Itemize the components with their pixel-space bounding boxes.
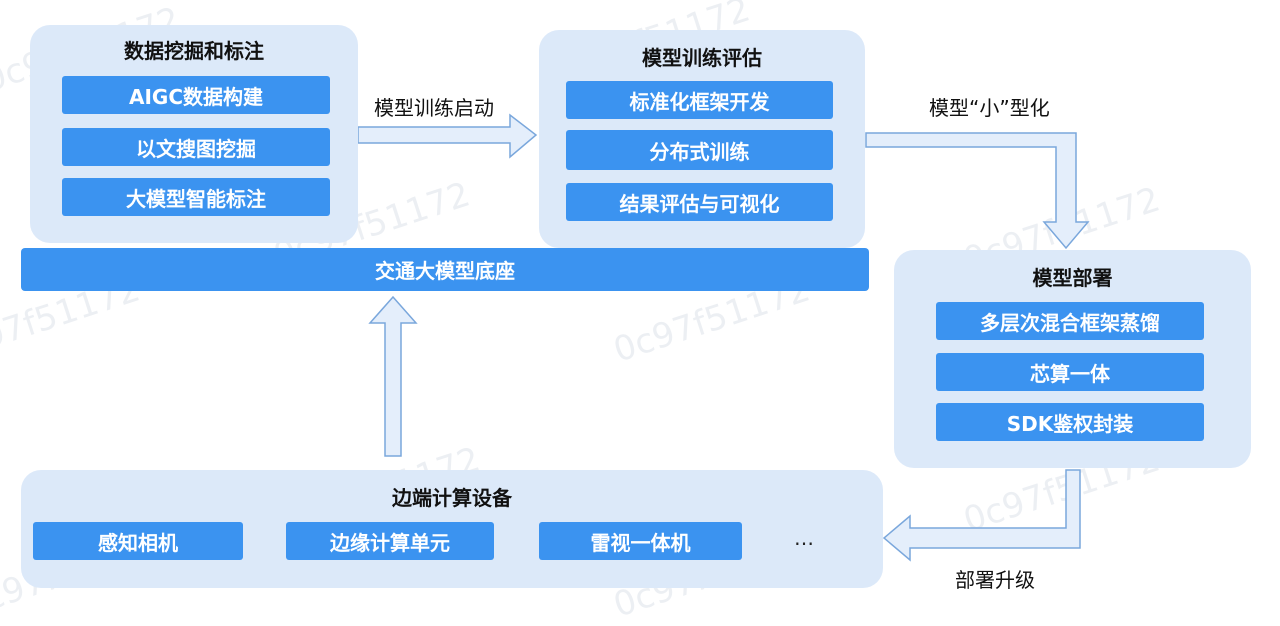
arrow-miniaturize — [865, 132, 1090, 250]
arrow-edge-to-foundation — [368, 295, 418, 457]
training-title: 模型训练评估 — [642, 46, 762, 70]
chip-chip-compute: 芯算一体 — [936, 353, 1204, 391]
label-start-training: 模型训练启动 — [374, 96, 494, 120]
more-devices-ellipsis: … — [794, 526, 816, 550]
chip-text-image-search: 以文搜图挖掘 — [62, 128, 330, 166]
edge-panel: 边端计算设备 感知相机 边缘计算单元 雷视一体机 … — [21, 470, 883, 588]
data-mining-title: 数据挖掘和标注 — [124, 39, 264, 63]
chip-distributed-training: 分布式训练 — [566, 130, 833, 170]
edge-title: 边端计算设备 — [392, 486, 512, 510]
foundation-bar: 交通大模型底座 — [21, 248, 869, 291]
deployment-panel: 模型部署 多层次混合框架蒸馏 芯算一体 SDK鉴权封装 — [894, 250, 1251, 468]
label-deploy-upgrade: 部署升级 — [955, 568, 1035, 592]
chip-camera: 感知相机 — [33, 522, 243, 560]
chip-edge-unit: 边缘计算单元 — [286, 522, 494, 560]
data-mining-panel: 数据挖掘和标注 AIGC数据构建 以文搜图挖掘 大模型智能标注 — [30, 25, 358, 243]
chip-eval-visualize: 结果评估与可视化 — [566, 183, 833, 221]
label-miniaturize: 模型“小”型化 — [929, 96, 1050, 120]
training-panel: 模型训练评估 标准化框架开发 分布式训练 结果评估与可视化 — [539, 30, 865, 248]
arrow-deploy-upgrade — [882, 469, 1081, 562]
chip-aigc-data: AIGC数据构建 — [62, 76, 330, 114]
arrow-start-training — [357, 113, 538, 159]
chip-sdk-auth: SDK鉴权封装 — [936, 403, 1204, 441]
chip-llm-labeling: 大模型智能标注 — [62, 178, 330, 216]
chip-radar-vision: 雷视一体机 — [539, 522, 742, 560]
chip-distillation: 多层次混合框架蒸馏 — [936, 302, 1204, 340]
deployment-title: 模型部署 — [1032, 266, 1113, 290]
chip-framework-dev: 标准化框架开发 — [566, 81, 833, 119]
